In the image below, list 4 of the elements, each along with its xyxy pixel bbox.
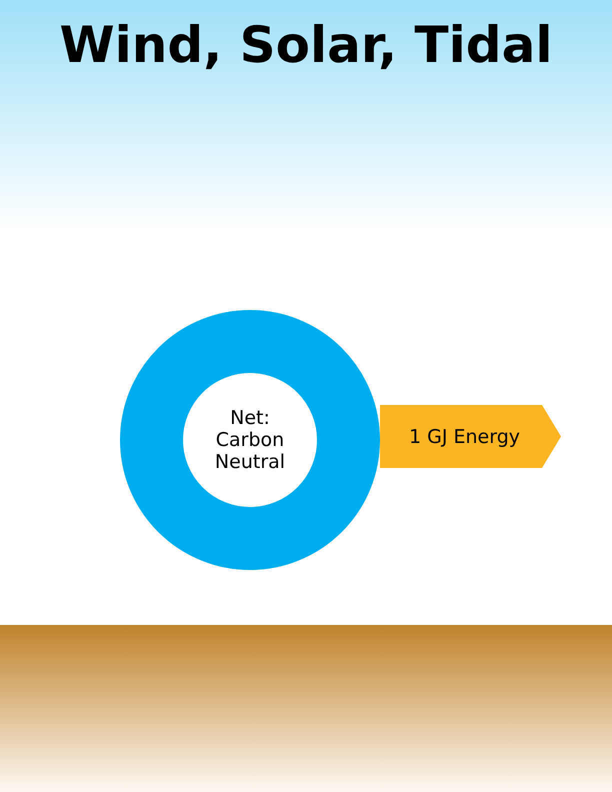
arrow-banner — [380, 405, 561, 468]
node-text: Net: Carbon Neutral — [214, 407, 286, 473]
node-text: 1 GJ Energy — [408, 426, 520, 448]
title: Wind, Solar, Tidal — [60, 16, 552, 74]
